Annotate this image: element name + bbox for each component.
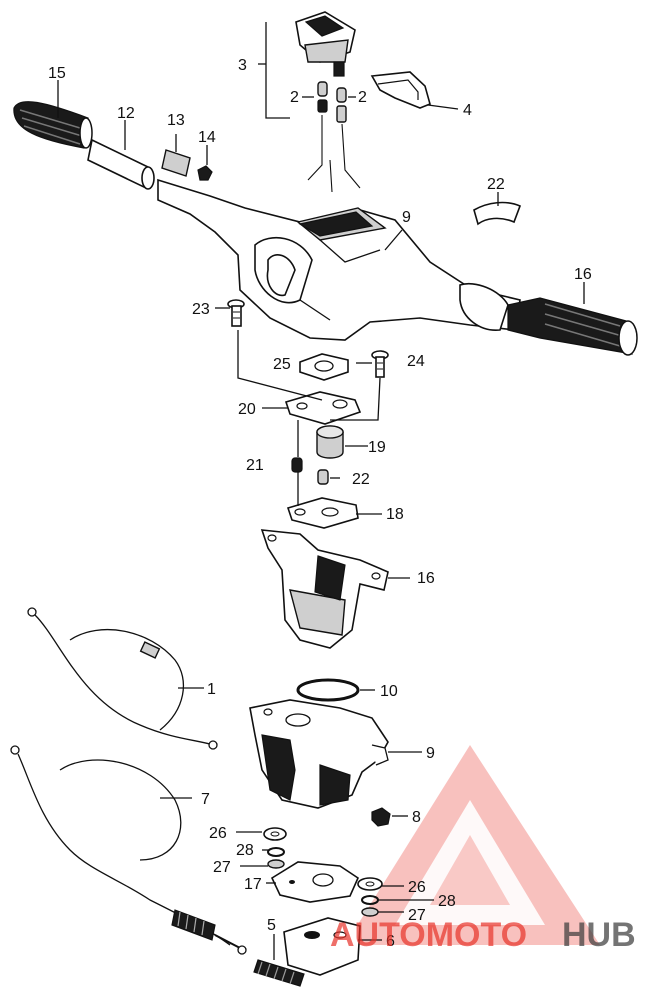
spacer-part-22-right: [317, 469, 329, 485]
headlight-bracket-part-17: [260, 529, 389, 649]
callout-11: 10: [380, 683, 398, 700]
callout-12: 12: [117, 105, 135, 122]
leader-lines: [57, 22, 585, 960]
callout-14: 14: [198, 129, 216, 146]
right-grip-part-16: [507, 297, 638, 356]
watermark-brand-part2: HUB: [562, 916, 636, 954]
nut-part-27-left: [267, 859, 285, 869]
callout-4: 4: [463, 102, 472, 119]
washer-part-26-left: [263, 827, 287, 841]
callout-1: 1: [207, 681, 216, 698]
bolt-part-7: [371, 807, 391, 827]
callout-15: 15: [48, 65, 66, 82]
callout-23: 22: [487, 176, 505, 193]
callout-17: 16: [417, 570, 435, 587]
upper-plate-part-21: [284, 391, 362, 425]
cable-guide-part-18: [270, 861, 360, 903]
callout-28-right: 28: [438, 893, 456, 910]
handlebar-housing-part-9: [157, 178, 521, 341]
callout-10: 9: [426, 745, 435, 762]
callout-labels: 3 2 2 4 15 12 13 14 22 9 16 23 25 24 20 …: [48, 57, 592, 950]
brake-cable-part-6: [10, 745, 247, 955]
steering-stem-clamp-part-10: [249, 699, 389, 809]
callout-2-left: 2: [290, 89, 299, 106]
callout-6: 7: [201, 791, 210, 808]
bulbs-part-2: [307, 81, 361, 193]
callout-22-left: 21: [246, 457, 264, 474]
nut-plate-part-25: [299, 353, 349, 381]
callout-3: 3: [238, 57, 247, 74]
nut-part-27-right: [361, 907, 379, 917]
left-grip-part-15: [13, 101, 93, 149]
callout-28-left: 28: [236, 842, 254, 859]
callout-5: 5: [267, 917, 276, 934]
callout-18: 17: [244, 876, 262, 893]
spring-part-5: [253, 959, 305, 987]
callout-8: 6: [386, 933, 395, 950]
cable-adjuster-part-8: [283, 917, 361, 976]
callout-27-left: 27: [213, 859, 231, 876]
lower-plate-part-19: [286, 497, 359, 529]
nut-part-14: [197, 165, 213, 181]
callout-26-right: 26: [408, 879, 426, 896]
collar-part-13: [161, 149, 191, 177]
watermark-text: AUTOMOTO HUB: [330, 916, 636, 954]
switch-housing-part-3: [295, 11, 356, 77]
rubber-bushing-part-20: [316, 425, 344, 459]
callout-26-left: 26: [209, 825, 227, 842]
watermark-brand-part1: AUTOMOTO: [330, 916, 527, 954]
callout-27-right: 27: [408, 907, 426, 924]
callout-25: 25: [273, 356, 291, 373]
callout-24-right: 24: [407, 353, 425, 370]
callout-2-right: 2: [358, 89, 367, 106]
callout-16: 16: [574, 266, 592, 283]
spacer-part-22-left: [291, 457, 303, 473]
bolt-part-24-right: [371, 350, 389, 378]
callout-24-left: 23: [192, 301, 210, 318]
throttle-sleeve-part-12: [87, 138, 155, 190]
callout-9: 9: [402, 209, 411, 226]
spring-clip-part-4: [370, 71, 431, 109]
callout-7: 8: [412, 809, 421, 826]
spring-washer-part-28-left: [267, 847, 285, 857]
decal-part-23: [473, 201, 522, 226]
callout-21: 20: [238, 401, 256, 418]
o-ring-part-11: [296, 678, 360, 702]
bolt-part-24-left: [227, 299, 245, 327]
washer-part-26-right: [357, 877, 383, 891]
callout-20: 19: [368, 439, 386, 456]
watermark-logo: [345, 745, 600, 945]
throttle-cable-part-1: [27, 607, 218, 750]
callout-22-right: 22: [352, 471, 370, 488]
callout-13: 13: [167, 112, 185, 129]
callout-19: 18: [386, 506, 404, 523]
